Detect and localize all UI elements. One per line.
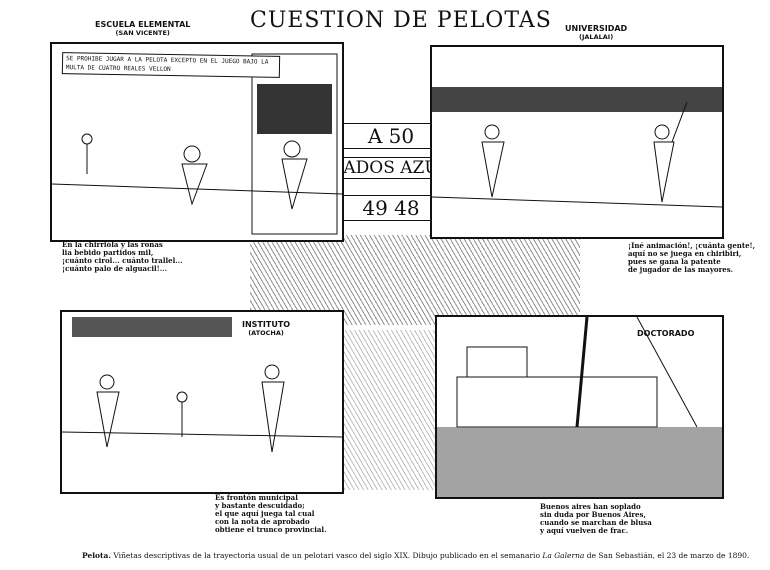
caption-text-end: de San Sebastián, el 23 de marzo de 1890… <box>584 551 750 560</box>
sublabel-text: (ATOCHA) <box>248 329 284 337</box>
panel-instituto: INSTITUTO (ATOCHA) <box>60 310 344 494</box>
panel-escuela-elemental: SE PROHIBE JUGAR A LA PELOTA EXCEPTO EN … <box>50 42 344 242</box>
caption-instituto: Es frontón municipal y bastante descuida… <box>215 493 327 534</box>
panel-universidad <box>430 45 724 239</box>
label-text: ESCUELA ELEMENTAL <box>95 20 191 29</box>
panel-label-instituto: INSTITUTO (ATOCHA) <box>242 320 290 337</box>
label-text: INSTITUTO <box>242 320 291 329</box>
scoreboard-row: A 50 <box>340 123 442 149</box>
figure-caption: Pelota. Viñetas descriptivas de la traye… <box>82 551 749 560</box>
label-text: UNIVERSIDAD <box>565 24 628 33</box>
caption-text: Viñetas descriptivas de la trayectoria u… <box>111 551 543 560</box>
court-drawing <box>432 87 722 208</box>
panel-doctorado: DOCTORADO <box>435 315 724 499</box>
caption-universidad: ¡Iné animación!, ¡cuánta gente!, aquí no… <box>628 241 756 274</box>
caption-publication: La Galerna <box>542 551 585 560</box>
scoreboard-row: ADOS AZU <box>340 157 442 179</box>
caption-escuela: En la chirrióla y las roñas lia bebido p… <box>62 240 183 273</box>
sublabel-text: (SAN VICENTE) <box>115 29 170 37</box>
page-title: CUESTION DE PELOTAS <box>250 8 552 33</box>
prohibition-sign: SE PROHIBE JUGAR A LA PELOTA EXCEPTO EN … <box>61 52 281 78</box>
panel-label-doctorado: DOCTORADO <box>637 329 695 338</box>
panel-label-universidad: UNIVERSIDAD (JALALAI) <box>565 24 627 41</box>
court-drawing <box>62 317 342 453</box>
panel-label-escuela: ESCUELA ELEMENTAL (SAN VICENTE) <box>95 20 190 37</box>
center-sketch <box>340 330 440 490</box>
caption-doctorado: Buenos aires han soplado sin duda por Bu… <box>540 502 652 535</box>
sublabel-text: (JALALAI) <box>579 33 614 41</box>
ship-drawing <box>437 317 722 497</box>
court-drawing <box>52 53 342 235</box>
scoreboard: A 50 ADOS AZU 49 48 <box>340 95 442 230</box>
scoreboard-row: 49 48 <box>340 195 442 221</box>
caption-lead: Pelota. <box>82 551 111 560</box>
